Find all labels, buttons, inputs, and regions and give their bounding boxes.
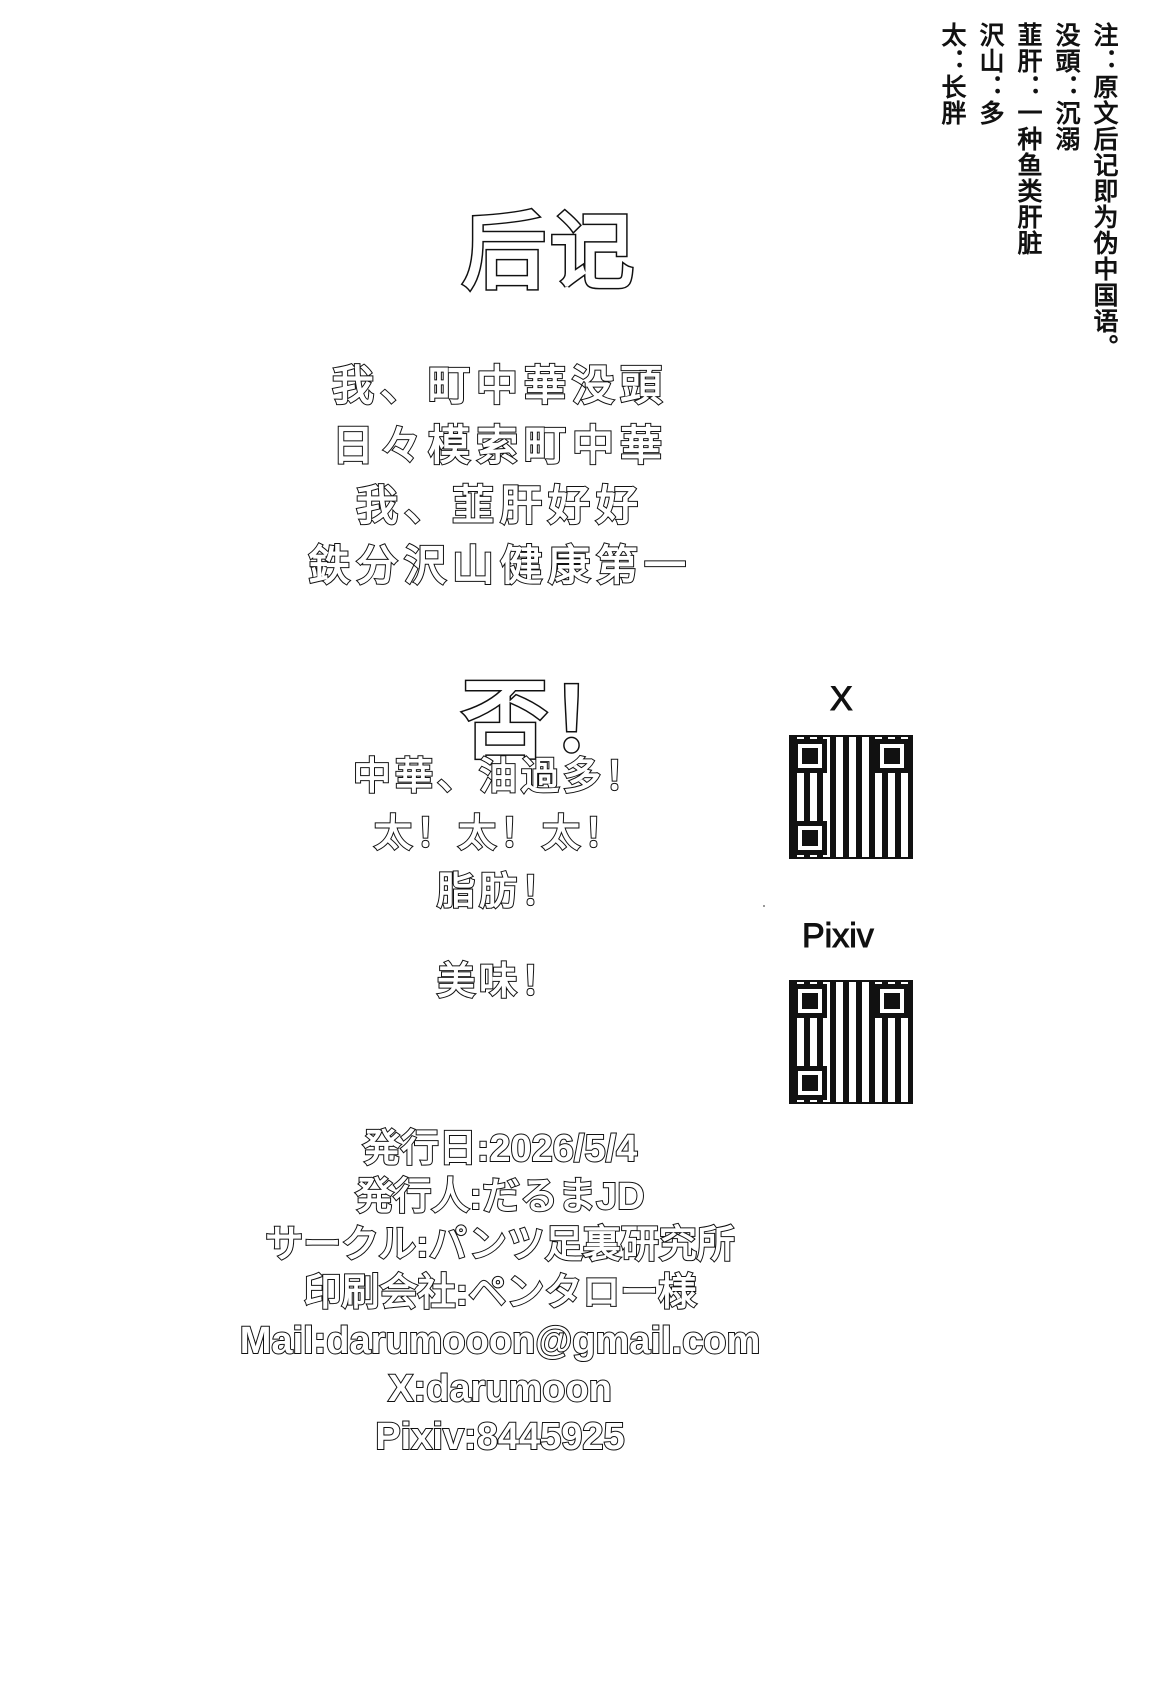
qr-finder (793, 739, 827, 773)
qr-finder (875, 984, 909, 1018)
colophon: 発行日:2026/5/4 発行人:だるまJD サークル:パンツ足裏研究所 印刷会… (0, 1125, 1000, 1461)
x-qr-label: X (830, 680, 854, 719)
note-line: 韮肝：一种鱼类肝脏 (1014, 22, 1043, 256)
note-line: 沢山：多 (976, 22, 1005, 126)
qr-finder (793, 984, 827, 1018)
verse-line: 鉄分沢山健康第一 (307, 540, 692, 591)
exclamation-heading: 否！ (461, 669, 638, 773)
printer: 印刷会社:ペンタロー様 (303, 1271, 698, 1315)
translator-notes: 注：原文后记即为伪中国语。 没頭：沉溺 韮肝：一种鱼类肝脏 沢山：多 太：长胖 (937, 22, 1119, 360)
x-handle[interactable]: X:darumoon (387, 1367, 613, 1411)
x-qr-code[interactable] (789, 735, 913, 859)
shout-line: 太！太！太！ (373, 809, 626, 856)
publish-date: 発行日:2026/5/4 (362, 1127, 639, 1171)
shout-line: 中華、油過多！ (352, 752, 647, 799)
pixiv-qr-label: Pixiv (802, 917, 875, 956)
verse-line: 日々模索町中華 (331, 420, 668, 471)
speck (763, 905, 765, 907)
mail-link[interactable]: Mail:darumooon@gmail.com (239, 1319, 762, 1363)
shout-line: 美味！ (436, 957, 563, 1004)
qr-finder (793, 1066, 827, 1100)
qr-finder (793, 821, 827, 855)
pixiv-qr-code[interactable] (789, 980, 913, 1104)
verse-line: 我、町中華没頭 (331, 360, 668, 411)
pixiv-id[interactable]: Pixiv:8445925 (374, 1415, 625, 1459)
note-line: 注：原文后记即为伪中国语。 (1090, 22, 1119, 360)
verse-line: 我、韮肝好好 (355, 480, 644, 531)
note-line: 没頭：沉溺 (1052, 22, 1081, 152)
publisher: 発行人:だるまJD (354, 1175, 645, 1219)
circle-name: サークル:パンツ足裏研究所 (264, 1223, 735, 1267)
note-line: 太：长胖 (938, 22, 967, 126)
shout-line: 脂肪！ (436, 867, 563, 914)
page-title: 后记 (460, 202, 638, 303)
qr-finder (875, 739, 909, 773)
